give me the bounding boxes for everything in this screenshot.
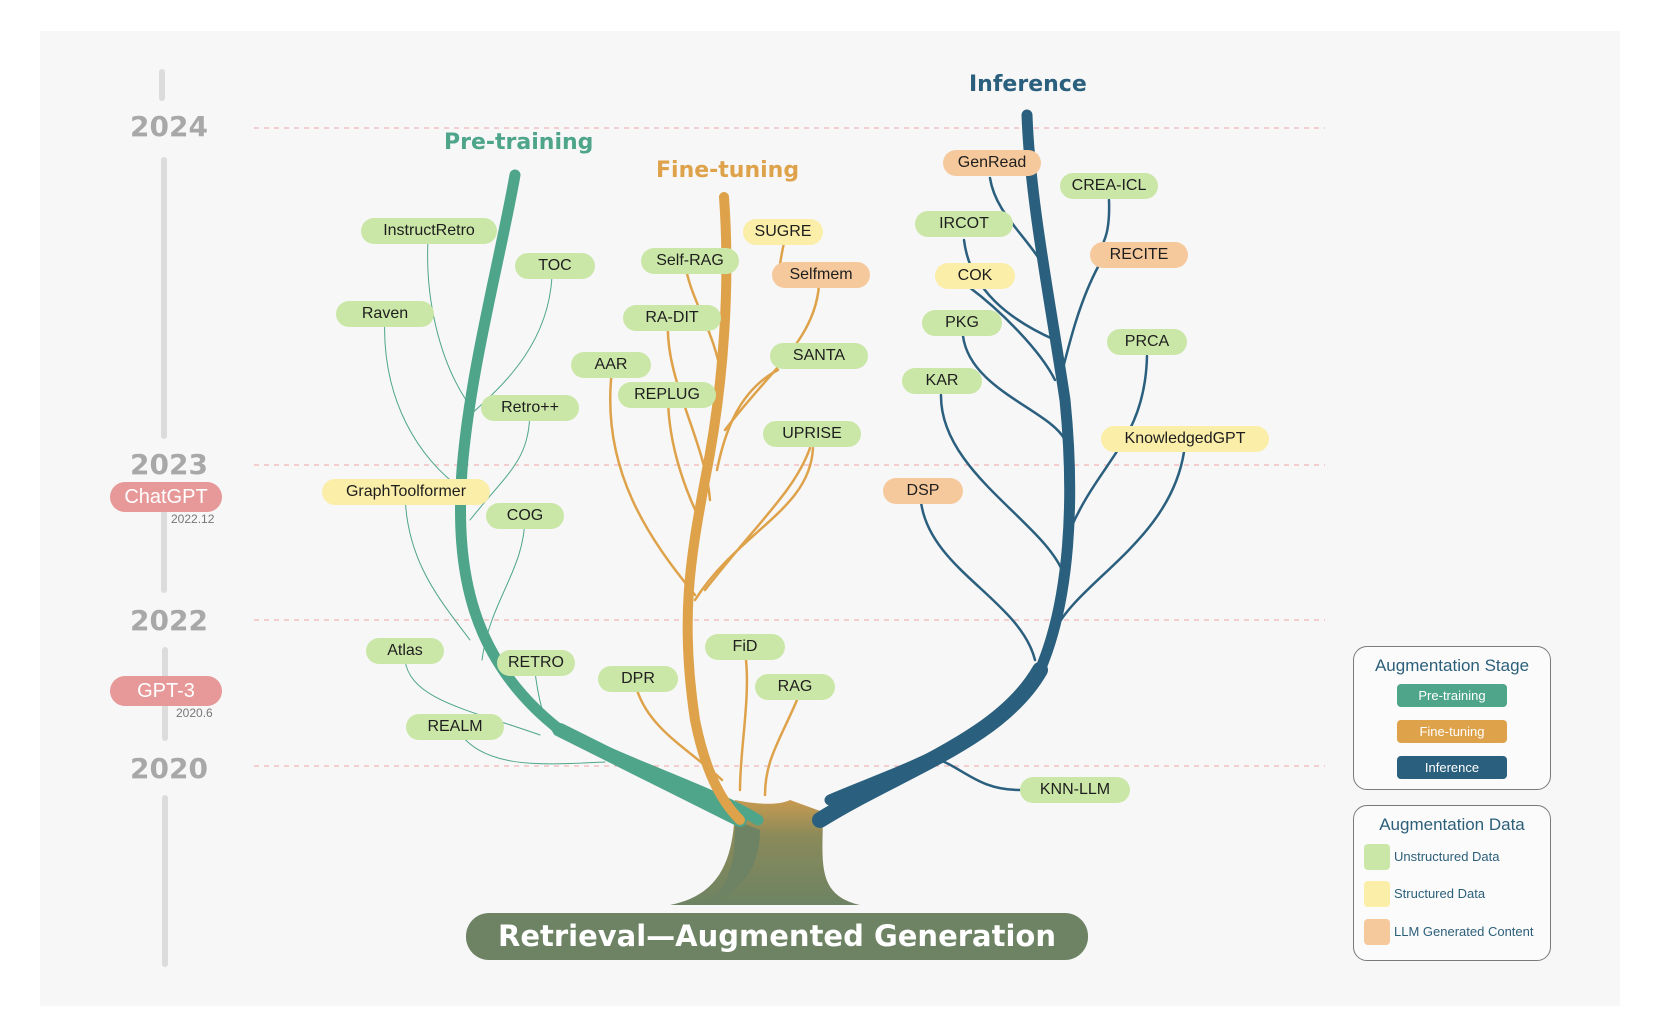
node-genread: GenRead	[943, 150, 1041, 176]
legend-stage-title: Augmentation Stage	[1374, 656, 1530, 675]
legend-augmentation-data: Augmentation Data Unstructured Data Stru…	[1353, 805, 1551, 961]
node-realm: REALM	[406, 714, 504, 740]
node-aar: AAR	[571, 352, 651, 378]
milestone-gpt3: GPT-3	[110, 676, 222, 706]
node-fid: FiD	[705, 634, 785, 660]
node-knowledgedgpt: KnowledgedGPT	[1101, 426, 1269, 452]
pretraining-branches	[384, 169, 764, 827]
node-recite: RECITE	[1090, 242, 1188, 268]
node-raven: Raven	[336, 301, 434, 327]
node-crea-icl: CREA-ICL	[1060, 173, 1158, 199]
tree-trunk	[670, 800, 860, 905]
year-gridlines	[254, 127, 1325, 767]
node-pkg: PKG	[922, 310, 1002, 336]
stage-title-inference: Inference	[969, 72, 1087, 97]
milestone-chatgpt: ChatGPT	[110, 482, 222, 512]
node-uprise: UPRISE	[763, 421, 861, 447]
legend-swatch-structured	[1364, 881, 1390, 907]
legend-label-llm: LLM Generated Content	[1394, 924, 1534, 939]
node-selfmem: Selfmem	[772, 262, 870, 288]
year-2020-label: 2020	[130, 752, 208, 785]
node-cog: COG	[486, 503, 564, 529]
node-santa: SANTA	[770, 343, 868, 369]
stage-title-finetuning: Fine-tuning	[656, 158, 800, 183]
node-ircot: IRCOT	[915, 211, 1013, 237]
node-dpr: DPR	[598, 666, 678, 692]
year-2023-label: 2023	[130, 448, 208, 481]
node-rag: RAG	[755, 674, 835, 700]
legend-label-unstructured: Unstructured Data	[1394, 849, 1500, 864]
node-toc: TOC	[515, 253, 595, 279]
node-retro: RETRO	[497, 650, 575, 676]
node-knn-llm: KNN-LLM	[1020, 777, 1130, 803]
node-kar: KAR	[902, 368, 982, 394]
node-self-rag: Self-RAG	[641, 248, 739, 274]
node-replug: REPLUG	[618, 382, 716, 408]
node-retro-plus-plus: Retro++	[481, 395, 579, 421]
milestone-chatgpt-date: 2022.12	[171, 512, 215, 526]
legend-swatch-llm	[1364, 919, 1390, 945]
stage-title-pretraining: Pre-training	[444, 130, 594, 155]
finetuning-branches	[608, 192, 821, 825]
year-2022-label: 2022	[130, 604, 208, 637]
legend-stage-pretraining: Pre-training	[1397, 684, 1507, 707]
rag-base-title: Retrieval—Augmented Generation	[466, 913, 1088, 960]
timeline-axis	[159, 69, 168, 967]
node-prca: PRCA	[1107, 329, 1187, 355]
trunk-left-root	[700, 820, 760, 905]
node-dsp: DSP	[883, 478, 963, 504]
year-2024-label: 2024	[130, 110, 208, 143]
legend-stage-finetuning: Fine-tuning	[1397, 720, 1507, 743]
node-ra-dit: RA-DIT	[623, 305, 721, 331]
node-instructretro: InstructRetro	[361, 218, 497, 244]
node-cok: COK	[935, 263, 1015, 289]
node-graphtoolformer: GraphToolformer	[322, 479, 490, 505]
milestone-gpt3-date: 2020.6	[176, 706, 213, 720]
legend-swatch-unstructured	[1364, 844, 1390, 870]
node-sugre: SUGRE	[743, 219, 823, 245]
legend-data-title: Augmentation Data	[1379, 815, 1525, 834]
legend-augmentation-stage: Augmentation Stage Pre-training Fine-tun…	[1353, 646, 1551, 790]
legend-stage-inference: Inference	[1397, 756, 1507, 779]
node-atlas: Atlas	[366, 638, 444, 664]
legend-label-structured: Structured Data	[1394, 886, 1486, 901]
